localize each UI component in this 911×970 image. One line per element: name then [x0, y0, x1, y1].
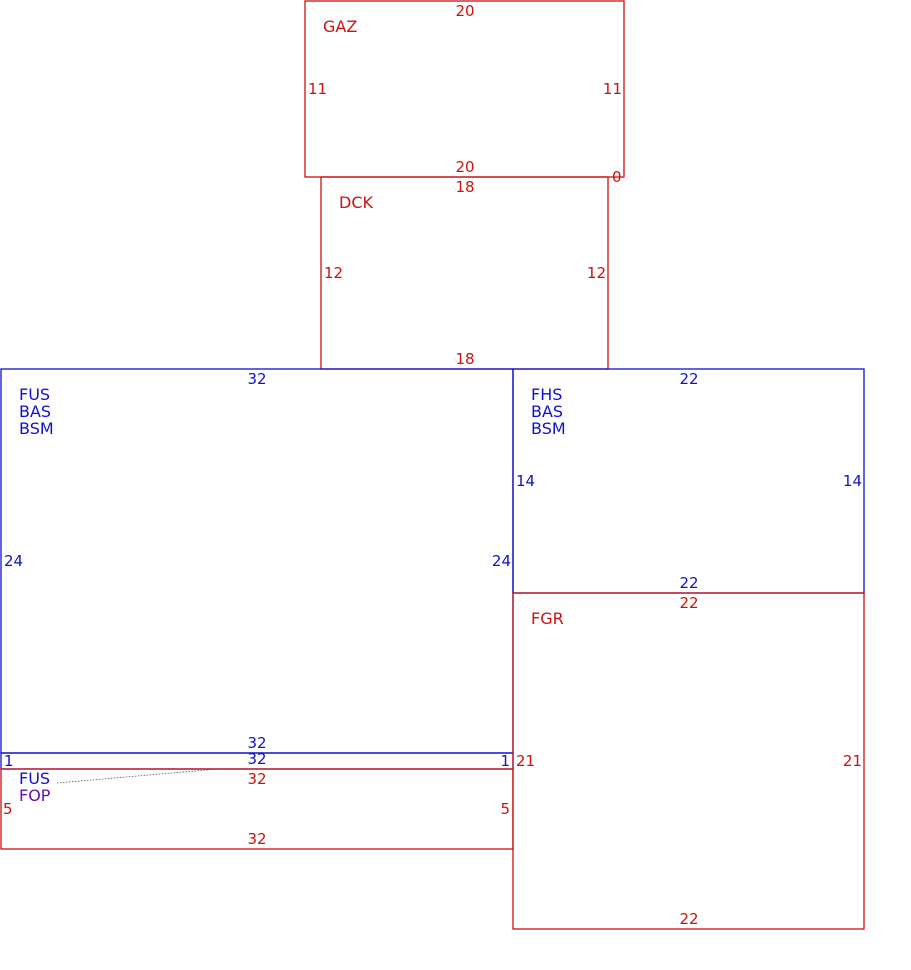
room-fop: FUS FOP 32 32 5 5: [0, 768, 514, 850]
room-fus-outline: [0, 368, 514, 754]
room-fhs-right-dim: 14: [843, 472, 862, 490]
room-strip-top-dim: 32: [247, 750, 266, 768]
room-fhs-code-1: FHS: [531, 385, 562, 404]
room-fop-left-dim: 5: [3, 800, 13, 818]
room-fus-code-2: BAS: [19, 402, 51, 421]
room-fhs-left-dim: 14: [516, 472, 535, 490]
room-strip-left-dim: 1: [4, 752, 14, 770]
room-gaz-right-dim: 11: [603, 80, 622, 98]
room-fus-right-dim: 24: [492, 552, 511, 570]
room-fop-bottom-dim: 32: [247, 830, 266, 848]
room-fhs-top-dim: 22: [679, 370, 698, 388]
room-gaz-corner-dim: 0: [612, 168, 622, 186]
room-fus-bottom-dim: 32: [247, 734, 266, 752]
room-fgr-outline: [512, 592, 865, 930]
room-gaz-left-dim: 11: [308, 80, 327, 98]
room-fgr-top-dim: 22: [679, 594, 698, 612]
room-fhs-outline: [512, 368, 865, 594]
room-fop-top-dim: 32: [247, 770, 266, 788]
room-dck: DCK 18 18 12 12: [320, 176, 609, 370]
room-fus: FUS BAS BSM 32 32 24 24: [0, 368, 514, 754]
room-strip: 32 1 1: [0, 750, 514, 770]
room-dck-left-dim: 12: [324, 264, 343, 282]
room-dck-top-dim: 18: [455, 178, 474, 196]
room-fop-leader-line: [56, 768, 219, 784]
room-fhs-code-3: BSM: [531, 419, 566, 438]
room-fhs: FHS BAS BSM 22 22 14 14: [512, 368, 865, 594]
room-dck-code: DCK: [339, 193, 373, 212]
room-fgr-left-dim: 21: [516, 752, 535, 770]
room-fus-top-dim: 32: [247, 370, 266, 388]
room-fgr: FGR 22 22 21 21: [512, 592, 865, 930]
room-fus-code-3: BSM: [19, 419, 54, 438]
room-fop-code-1: FUS: [19, 769, 50, 788]
room-fus-left-dim: 24: [4, 552, 23, 570]
room-strip-right-dim: 1: [500, 752, 510, 770]
room-fgr-code: FGR: [531, 609, 564, 628]
room-fgr-right-dim: 21: [843, 752, 862, 770]
room-dck-bottom-dim: 18: [455, 350, 474, 368]
room-fop-code-2: FOP: [19, 786, 51, 805]
room-gaz-top-dim: 20: [455, 2, 474, 20]
room-fhs-bottom-dim: 22: [679, 574, 698, 592]
room-gaz: GAZ 20 20 11 11 0: [304, 0, 625, 186]
room-fus-code-1: FUS: [19, 385, 50, 404]
room-gaz-bottom-dim: 20: [455, 158, 474, 176]
room-dck-right-dim: 12: [587, 264, 606, 282]
room-fgr-bottom-dim: 22: [679, 910, 698, 928]
room-fhs-code-2: BAS: [531, 402, 563, 421]
room-fop-right-dim: 5: [500, 800, 510, 818]
room-gaz-code: GAZ: [323, 17, 357, 36]
